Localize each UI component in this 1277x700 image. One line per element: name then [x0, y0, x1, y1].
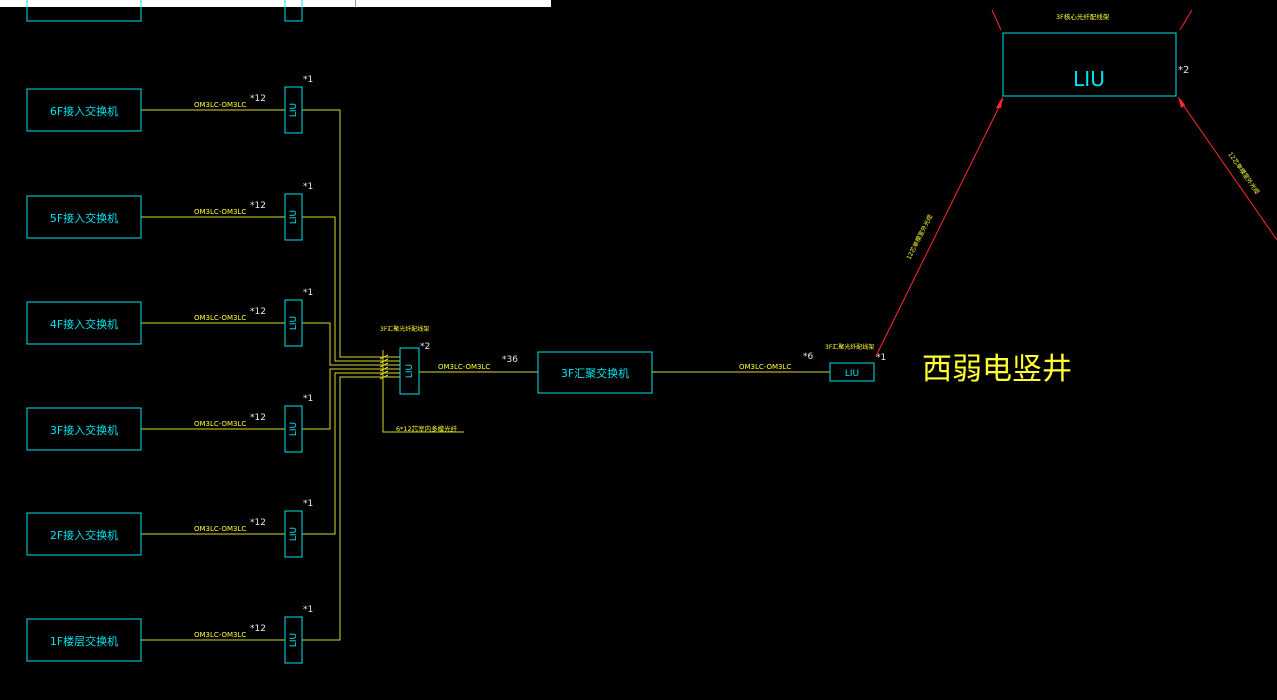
floor-liu-count: *1: [303, 288, 313, 298]
floor-switch-box-cutoff: [26, 0, 142, 22]
riser-cable-top-right: [1179, 9, 1193, 31]
floor-cable-label: OM3LC-OM3LC: [194, 631, 246, 639]
floor-cable-count: *12: [250, 624, 266, 634]
aggregation-liu-label: LIU: [405, 364, 415, 378]
floor-switch-box: [26, 407, 142, 451]
fiber-lines: [141, 109, 464, 641]
floor-cable-count: *12: [250, 94, 266, 104]
west-shaft-liu-caption: 3F汇聚光纤配线架: [825, 343, 874, 351]
floor-to-aggregation-fiber: [302, 322, 400, 366]
floor-switch-box: [26, 512, 142, 556]
riser-cable-east: [1178, 98, 1277, 241]
floor-liu-label: LIU: [289, 422, 299, 436]
floor-cable-label: OM3LC-OM3LC: [194, 420, 246, 428]
fiber-entry-tick: [379, 354, 389, 360]
core-liu-box: [1002, 32, 1177, 97]
riser-cable-west: [875, 98, 1004, 357]
floor-liu-count: *1: [303, 605, 313, 615]
floor-liu-box: [284, 299, 303, 347]
uplink-count: *36: [502, 355, 518, 365]
floor-liu-label: LIU: [289, 633, 299, 647]
fiber-entry-tick: [379, 374, 389, 380]
floor-liu-count: *1: [303, 394, 313, 404]
aggregation-liu-box: [399, 347, 420, 395]
floor-switch-label: 5F接入交换机: [50, 211, 118, 225]
floor-liu-count: *1: [303, 75, 313, 85]
floor-liu-count: *1: [303, 499, 313, 509]
floor-to-aggregation-fiber: [302, 216, 400, 362]
floor-switch-label: 3F接入交换机: [50, 423, 118, 437]
fiber-entry-tick: [379, 362, 389, 368]
floor-liu-box: [284, 86, 303, 134]
west-shaft-title: 西弱电竖井: [922, 352, 1072, 387]
riser-cable-top-left: [991, 9, 1002, 31]
floor-switch-label: 6F接入交换机: [50, 104, 118, 118]
floor-cable-label: OM3LC-OM3LC: [194, 314, 246, 322]
floor-switch-label: 4F接入交换机: [50, 317, 118, 331]
toolbar-divider: [355, 0, 356, 7]
floor-to-aggregation-fiber: [302, 376, 400, 641]
fiber-entry-tick: [379, 370, 389, 376]
floor-to-aggregation-fiber: [302, 368, 400, 430]
floor-cable-label: OM3LC-OM3LC: [194, 525, 246, 533]
floor-cable-count: *12: [250, 413, 266, 423]
floor-liu-label: LIU: [289, 210, 299, 224]
floor-liu-count: *1: [303, 182, 313, 192]
floor-switch-label: 1F楼层交换机: [50, 634, 118, 648]
west-shaft-cable-label: OM3LC-OM3LC: [739, 363, 791, 371]
floor-switch-box: [26, 88, 142, 132]
core-liu-caption: 3F核心光纤配线架: [1056, 12, 1110, 21]
floor-cable-count: *12: [250, 201, 266, 211]
riser-note-east: 12芯单模室外光缆: [1226, 151, 1261, 196]
floor-liu-label: LIU: [289, 316, 299, 330]
west-shaft-liu-label: LIU: [845, 369, 859, 379]
toolbar-strip: [0, 0, 551, 7]
floor-to-aggregation-fiber: [302, 109, 400, 358]
floor-to-aggregation-fiber: [302, 372, 400, 535]
fiber-entry-tick: [379, 366, 389, 372]
floor-switch-box: [26, 195, 142, 239]
floor-cable-count: *12: [250, 307, 266, 317]
aggregation-switch-label: 3F汇聚交换机: [561, 366, 629, 380]
floor-liu-box: [284, 405, 303, 453]
bundle-leader-line: [382, 350, 464, 433]
floor-switch-box: [26, 618, 142, 662]
aggregation-liu-caption: 3F汇聚光纤配线架: [380, 325, 429, 333]
riser-arrow-east: [1178, 96, 1185, 108]
fiber-entry-tick: [379, 358, 389, 364]
floor-liu-label: LIU: [289, 103, 299, 117]
floor-cable-label: OM3LC-OM3LC: [194, 101, 246, 109]
core-liu-label: LIU: [1073, 67, 1105, 91]
liu-box-cutoff: [284, 0, 303, 22]
bundle-note: 6*12芯室内多模光纤: [396, 424, 458, 433]
floor-liu-box: [284, 193, 303, 241]
west-shaft-liu-box: [829, 362, 875, 382]
floor-cable-label: OM3LC-OM3LC: [194, 208, 246, 216]
floor-liu-box: [284, 616, 303, 664]
floor-switch-box: [26, 301, 142, 345]
riser-arrow-west: [996, 96, 1003, 108]
aggregation-liu-count: *2: [420, 342, 430, 352]
riser-note-west: 12芯单模室外光缆: [905, 213, 935, 261]
uplink-cable-label: OM3LC-OM3LC: [438, 363, 490, 371]
floor-switch-label: 2F接入交换机: [50, 528, 118, 542]
floor-liu-box: [284, 510, 303, 558]
floor-liu-label: LIU: [289, 527, 299, 541]
west-shaft-count: *6: [803, 352, 814, 362]
floor-cable-count: *12: [250, 518, 266, 528]
core-liu-count: *2: [1178, 65, 1189, 76]
west-shaft-liu-count: *1: [876, 353, 886, 363]
